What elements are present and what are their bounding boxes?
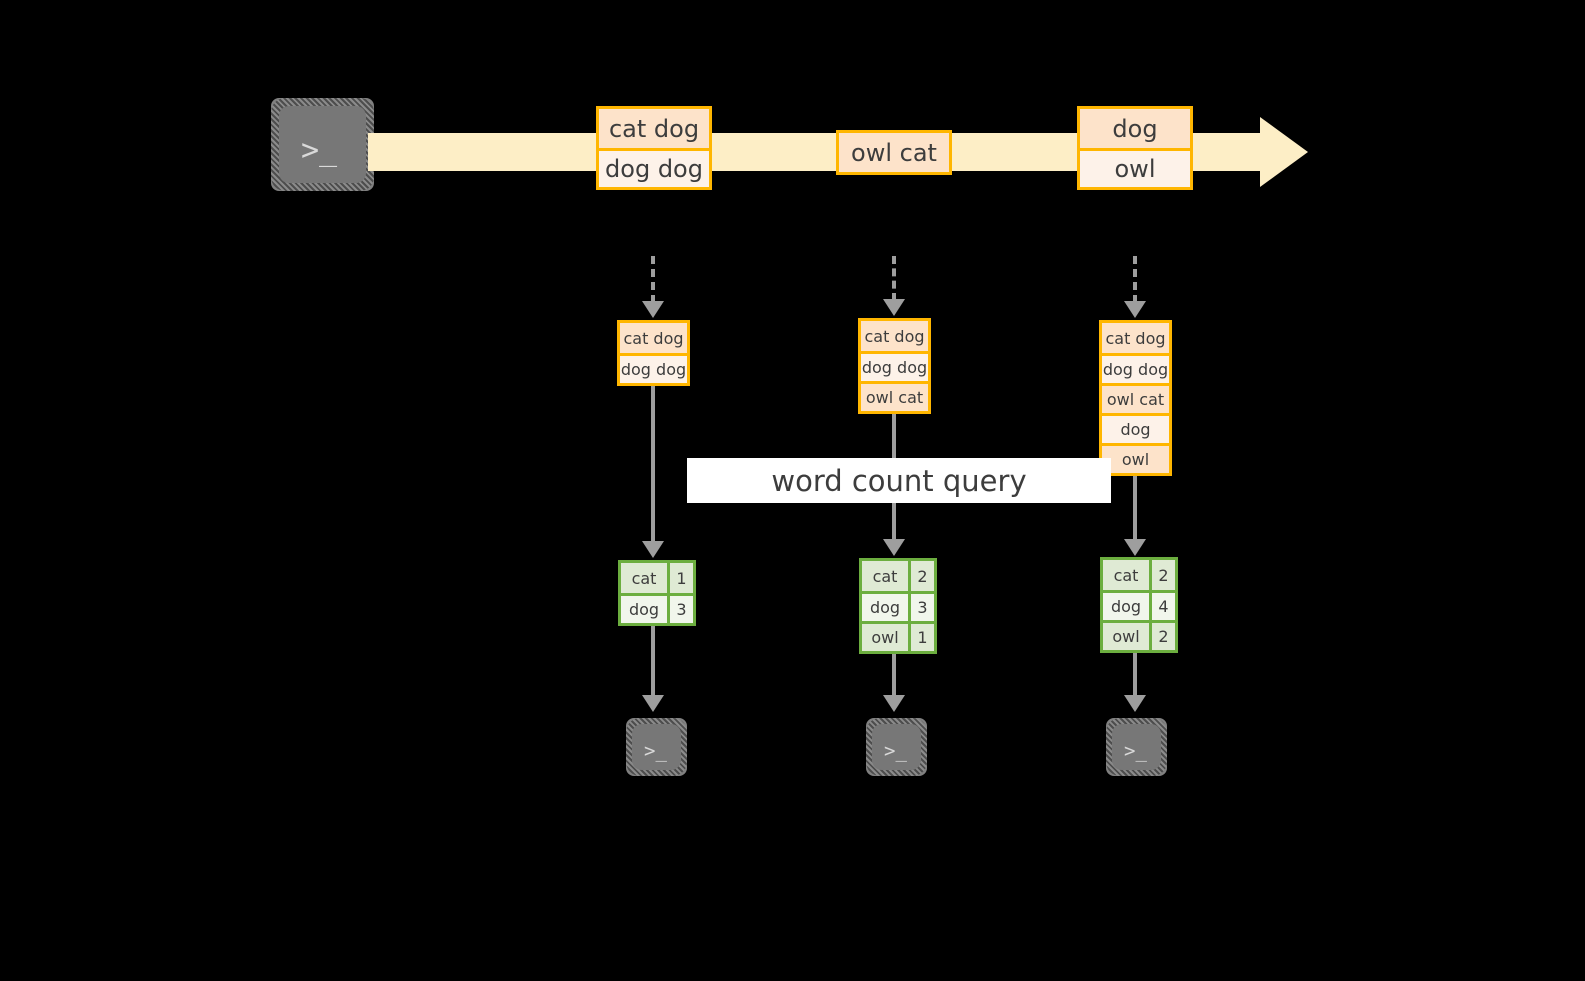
snapshot-3-sink-connector [1124, 653, 1146, 714]
snapshot-2-word-2: owl [871, 628, 899, 647]
connector-line [651, 626, 655, 697]
connector-arrowhead [642, 541, 664, 558]
query-banner: word count query [687, 458, 1111, 503]
snapshot-3-input-stack[interactable]: cat dog dog dog owl cat dog owl [1099, 320, 1172, 476]
connector-arrowhead [1124, 539, 1146, 556]
table-row: dog 3 [621, 593, 693, 623]
snapshot-3-counts-table[interactable]: cat 2 dog 4 owl 2 [1100, 557, 1178, 653]
snapshot-1-sink-terminal-icon[interactable]: >_ [620, 712, 693, 782]
snapshot-1-sink-connector [642, 626, 664, 714]
snapshot-3-sink-terminal-icon[interactable]: >_ [1100, 712, 1173, 782]
snapshot-3-count-2: 2 [1149, 623, 1175, 650]
stream-record-2[interactable]: owl cat [836, 130, 952, 175]
terminal-prompt-glyph: >_ [1124, 740, 1147, 762]
connector-line [651, 386, 655, 543]
connector-arrowhead [642, 695, 664, 712]
snapshot-1-query-connector [642, 386, 664, 560]
snapshot-3-dashed-connector [1124, 256, 1146, 320]
table-row: owl 1 [862, 621, 934, 651]
connector-arrowhead [1124, 695, 1146, 712]
snapshot-1-word-1: dog [628, 600, 660, 619]
table-row: cat 1 [621, 563, 693, 593]
snapshot-1-counts-table[interactable]: cat 1 dog 3 [618, 560, 696, 626]
snapshot-2-count-0: 2 [908, 561, 934, 591]
snapshot-2-count-1: 3 [908, 594, 934, 621]
snapshot-1-dashed-connector [642, 256, 664, 320]
snapshot-2-counts-table[interactable]: cat 2 dog 3 owl 1 [859, 558, 937, 654]
snapshot-1-input-row-1: dog dog [620, 353, 687, 383]
terminal-screen [632, 724, 681, 770]
snapshot-1-word-0: cat [631, 568, 657, 588]
snapshot-3-word-0: cat [1113, 565, 1139, 585]
snapshot-2-input-row-1: dog dog [861, 351, 928, 381]
snapshot-3-query-connector [1124, 476, 1146, 558]
snapshot-3-count-0: 2 [1149, 560, 1175, 590]
snapshot-3-input-row-1: dog dog [1102, 353, 1169, 383]
table-row: owl 2 [1103, 620, 1175, 650]
snapshot-3-word-1: dog [1110, 597, 1142, 616]
connector-line [1133, 476, 1137, 541]
snapshot-3-count-1: 4 [1149, 593, 1175, 620]
terminal-prompt-glyph: >_ [301, 133, 338, 168]
terminal-prompt-glyph: >_ [644, 740, 667, 762]
snapshot-1-count-0: 1 [667, 563, 693, 593]
stream-arrow-head [1260, 117, 1308, 187]
snapshot-2-input-row-2: owl cat [861, 381, 928, 411]
connector-line [892, 654, 896, 697]
table-row: dog 3 [862, 591, 934, 621]
snapshot-1-count-1: 3 [667, 596, 693, 623]
snapshot-1-input-stack[interactable]: cat dog dog dog [617, 320, 690, 386]
connector-line [1133, 653, 1137, 697]
stream-record-2-row-0: owl cat [839, 133, 949, 172]
terminal-screen [1112, 724, 1161, 770]
snapshot-2-sink-terminal-icon[interactable]: >_ [860, 712, 933, 782]
connector-arrowhead [883, 299, 905, 316]
snapshot-2-dashed-connector [883, 256, 905, 318]
connector-line [651, 256, 655, 303]
query-banner-label: word count query [771, 463, 1027, 498]
snapshot-3-input-row-4: owl [1102, 443, 1169, 473]
snapshot-3-word-2: owl [1112, 627, 1140, 646]
table-row: cat 2 [1103, 560, 1175, 590]
table-row: dog 4 [1103, 590, 1175, 620]
stream-record-1[interactable]: cat dog dog dog [596, 106, 712, 190]
stream-record-1-row-1: dog dog [599, 148, 709, 187]
connector-arrowhead [883, 539, 905, 556]
stream-record-3[interactable]: dog owl [1077, 106, 1193, 190]
snapshot-2-input-stack[interactable]: cat dog dog dog owl cat [858, 318, 931, 414]
connector-arrowhead [1124, 301, 1146, 318]
connector-line [1133, 256, 1137, 303]
terminal-screen [279, 106, 366, 183]
snapshot-2-input-row-0: cat dog [861, 321, 928, 351]
stream-record-1-row-0: cat dog [599, 109, 709, 148]
source-terminal-icon[interactable]: >_ [265, 92, 380, 197]
snapshot-3-input-row-2: owl cat [1102, 383, 1169, 413]
stream-record-3-row-1: owl [1080, 148, 1190, 187]
stream-record-3-row-0: dog [1080, 109, 1190, 148]
terminal-screen [872, 724, 921, 770]
snapshot-2-sink-connector [883, 654, 905, 714]
snapshot-1-input-row-0: cat dog [620, 323, 687, 353]
snapshot-3-input-row-0: cat dog [1102, 323, 1169, 353]
connector-arrowhead [883, 695, 905, 712]
connector-line [892, 256, 896, 301]
terminal-prompt-glyph: >_ [884, 740, 907, 762]
snapshot-3-input-row-3: dog [1102, 413, 1169, 443]
snapshot-2-word-1: dog [869, 598, 901, 617]
snapshot-2-count-2: 1 [908, 624, 934, 651]
snapshot-2-word-0: cat [872, 566, 898, 586]
table-row: cat 2 [862, 561, 934, 591]
connector-arrowhead [642, 301, 664, 318]
